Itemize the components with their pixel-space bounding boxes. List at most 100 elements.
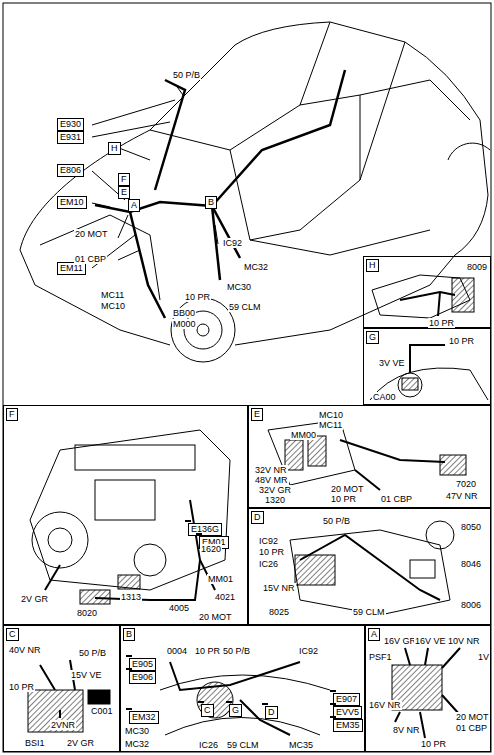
callout-label: MC11 xyxy=(318,420,343,430)
callout-label: 20 MOT xyxy=(455,712,490,722)
callout-label: 20 MOT xyxy=(330,484,365,494)
callout-label: MC30 xyxy=(226,282,252,292)
callout-label: MC30 xyxy=(124,726,150,736)
node-text: H xyxy=(111,143,118,154)
connector-box: E931 xyxy=(57,131,84,144)
connector-box: E806 xyxy=(57,164,84,177)
connector-box: E907 xyxy=(330,690,336,692)
callout-label: 1620 xyxy=(200,544,222,554)
battery-tray xyxy=(372,275,474,318)
node-text: B xyxy=(208,197,214,208)
connector-box: EM01 xyxy=(196,533,202,535)
node-text: EVV5 xyxy=(333,706,362,719)
connector-box: E136G xyxy=(185,520,191,522)
callout-label: 8009 xyxy=(466,262,488,272)
callout-label: 3V VE xyxy=(378,358,406,368)
node-text: B xyxy=(123,628,135,641)
callout-label: IC92 xyxy=(298,646,319,656)
callout-label: 47V NR xyxy=(445,491,479,501)
callout-label: 59 CLM xyxy=(226,740,260,750)
connector-box: C xyxy=(198,701,204,703)
callout-label: 0004 xyxy=(166,646,188,656)
callout-label: 1320 xyxy=(264,495,286,505)
node-text: E931 xyxy=(60,132,81,143)
callout-label: 10 PR xyxy=(330,494,357,504)
node-text: H xyxy=(366,259,379,272)
callout-label: 59 CLM xyxy=(352,607,386,617)
callout-label: 50 P/B xyxy=(322,516,351,526)
callout-label: 16V VE xyxy=(414,636,447,646)
callout-label: MC32 xyxy=(243,262,269,272)
node-text: EM32 xyxy=(129,711,159,724)
connector-box: B xyxy=(205,196,217,209)
callout-label: 01 CBP xyxy=(380,494,413,504)
callout-label: BSI1 xyxy=(24,738,46,748)
node-text: D xyxy=(251,511,264,524)
connector-box: E906 xyxy=(126,668,132,670)
ecu-housing xyxy=(268,420,466,490)
connector-box: EM10 xyxy=(57,196,87,209)
node-text: A xyxy=(131,200,137,211)
callout-label: 01 CBP xyxy=(74,254,107,264)
callout-label: 4005 xyxy=(168,603,190,613)
connector-box: EM35 xyxy=(330,716,336,718)
callout-label: 32V NR xyxy=(254,465,288,475)
callout-label: 8050 xyxy=(460,522,482,532)
callout-label: 2V GR xyxy=(66,738,95,748)
callout-label: 10 PR xyxy=(258,547,285,557)
callout-label: MC10 xyxy=(318,410,344,420)
node-text: F xyxy=(6,408,18,421)
callout-label: 8020 xyxy=(76,608,98,618)
callout-label: PSF1 xyxy=(368,652,393,662)
node-text: EM10 xyxy=(60,197,84,208)
callout-label: MC10 xyxy=(100,301,126,311)
callout-label: 50 P/B xyxy=(172,70,201,80)
callout-label: 10 PR xyxy=(194,646,221,656)
car-body xyxy=(20,22,490,362)
callout-label: MM00 xyxy=(290,430,317,440)
node-text: E907 xyxy=(333,693,360,706)
node-text: EM35 xyxy=(333,719,363,732)
callout-label: 2VNR xyxy=(50,720,76,730)
callout-label: 20 MOT xyxy=(198,612,233,622)
callout-label: 10 PR xyxy=(420,739,447,749)
callout-label: 20 MOT xyxy=(74,229,109,239)
node-text: G xyxy=(229,704,242,717)
callout-label: MC35 xyxy=(288,740,314,750)
node-text: E930 xyxy=(60,119,81,130)
node-text: A xyxy=(368,628,380,641)
callout-label: 4021 xyxy=(214,592,236,602)
bsi-unit xyxy=(28,660,110,732)
callout-label: 16V GR xyxy=(383,636,417,646)
callout-label: 15V NR xyxy=(262,583,296,593)
callout-label: 8025 xyxy=(268,607,290,617)
connector-box: G xyxy=(226,701,232,703)
node-text: EM11 xyxy=(60,263,83,274)
callout-label: C001 xyxy=(90,706,114,716)
node-text: D xyxy=(265,706,278,719)
leader-lines xyxy=(92,84,218,268)
node-text: C xyxy=(201,704,214,717)
callout-label: IC26 xyxy=(258,559,279,569)
callout-label: 2V GR xyxy=(20,594,49,604)
callout-label: 10 PR xyxy=(428,318,455,328)
callout-label: 48V MR xyxy=(254,475,289,485)
callout-label: IC92 xyxy=(258,536,279,546)
connector-box: E xyxy=(118,186,130,199)
connector-box: E930 xyxy=(57,118,84,131)
connector-box: F xyxy=(118,173,130,186)
callout-label: 50 P/B xyxy=(78,648,107,658)
callout-label: MC11 xyxy=(100,290,125,300)
callout-label: 10 PR xyxy=(184,292,211,302)
callout-label: MC32 xyxy=(124,739,150,749)
node-text: C xyxy=(6,628,19,641)
callout-label: 10 PR xyxy=(8,682,35,692)
callout-label: 1V xyxy=(477,652,490,662)
wiring-harness xyxy=(95,70,345,318)
callout-label: 8006 xyxy=(460,600,482,610)
callout-label: 15V VE xyxy=(70,670,103,680)
callout-label: 10V NR xyxy=(447,636,481,646)
callout-label: M000 xyxy=(172,319,197,329)
callout-label: IC26 xyxy=(198,740,219,750)
callout-label: BB00 xyxy=(172,308,196,318)
